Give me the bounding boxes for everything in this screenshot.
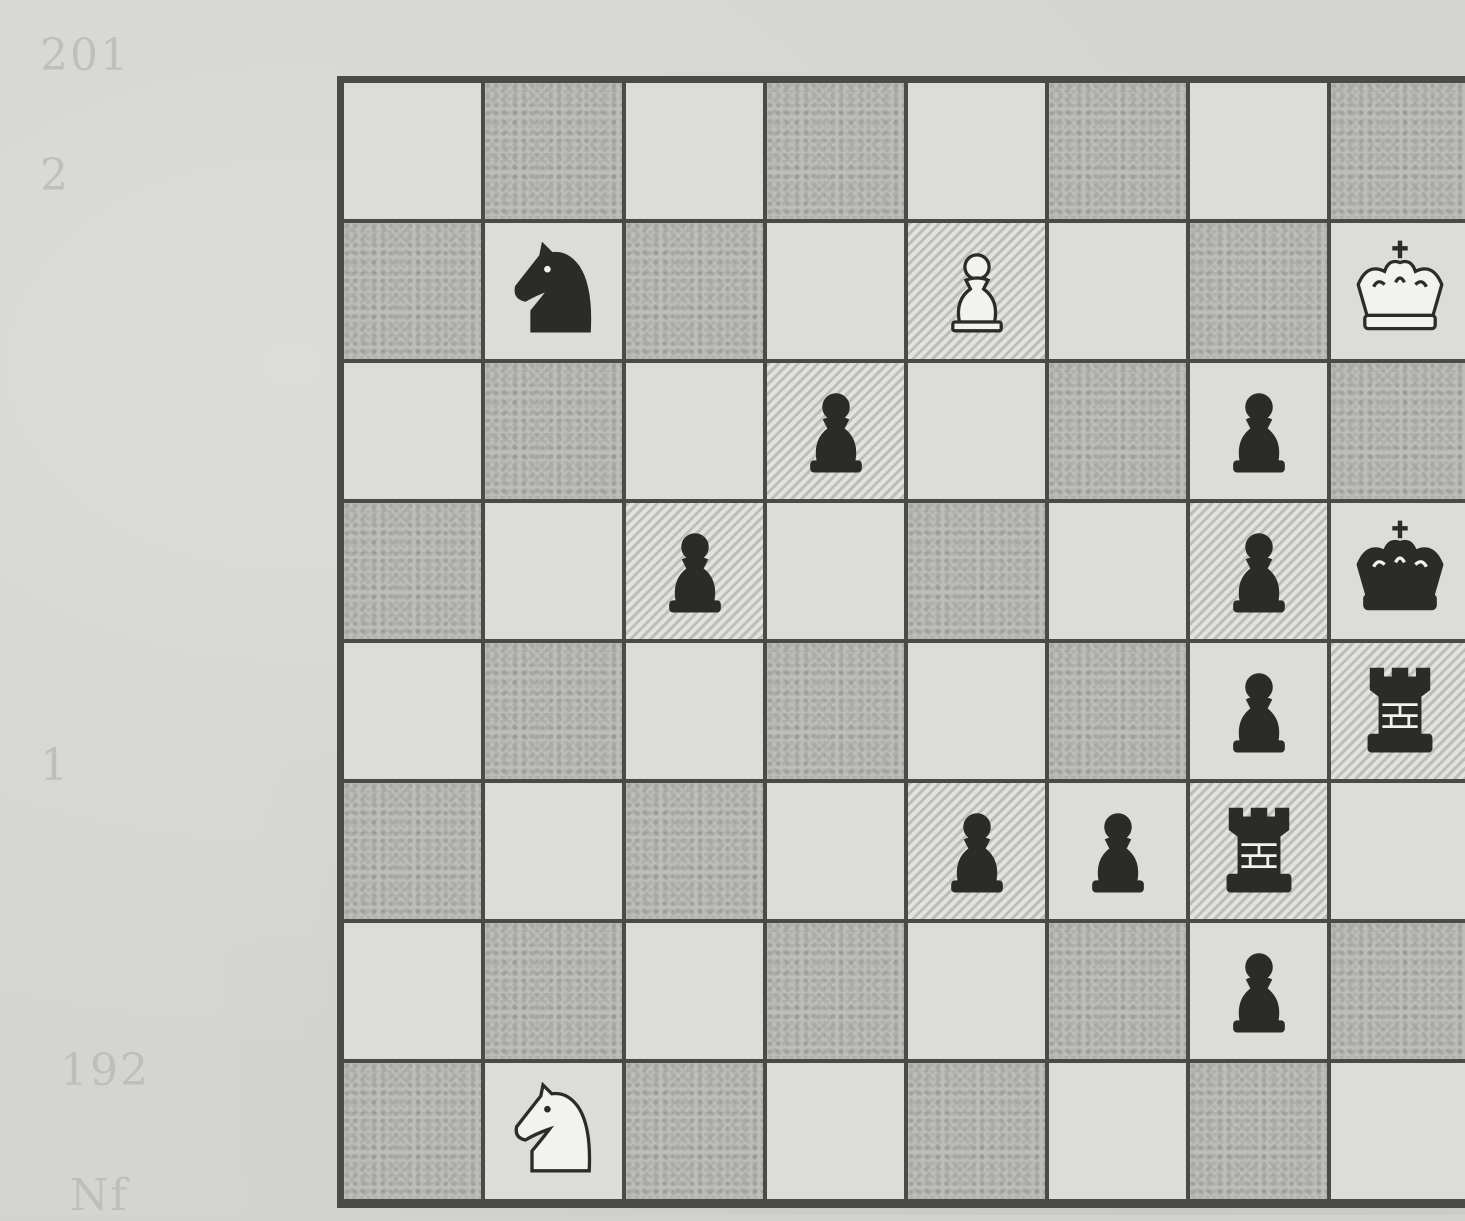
square-d3[interactable] [767,783,904,919]
square-g4[interactable] [1190,643,1327,779]
square-e6[interactable] [908,363,1045,499]
square-f4[interactable] [1049,643,1186,779]
square-e3[interactable] [908,783,1045,919]
chess-diagram [337,76,1465,1208]
square-h6[interactable] [1331,363,1465,499]
square-h4[interactable] [1331,643,1465,779]
square-h5[interactable] [1331,503,1465,639]
square-g6[interactable] [1190,363,1327,499]
square-d1[interactable] [767,1063,904,1199]
white-king-icon[interactable] [1345,234,1455,348]
square-e8[interactable] [908,83,1045,219]
square-g7[interactable] [1190,223,1327,359]
margin-text: 192 [60,1045,150,1096]
square-f6[interactable] [1049,363,1186,499]
square-e1[interactable] [908,1063,1045,1199]
white-pawn-icon[interactable] [922,234,1032,348]
square-e2[interactable] [908,923,1045,1059]
square-a4[interactable] [344,643,481,779]
square-a1[interactable] [344,1063,481,1199]
square-g2[interactable] [1190,923,1327,1059]
square-b3[interactable] [485,783,622,919]
square-c3[interactable] [626,783,763,919]
square-a5[interactable] [344,503,481,639]
black-pawn-icon[interactable] [1204,514,1314,628]
square-b8[interactable] [485,83,622,219]
square-f5[interactable] [1049,503,1186,639]
square-h1[interactable] [1331,1063,1465,1199]
square-g5[interactable] [1190,503,1327,639]
square-g1[interactable] [1190,1063,1327,1199]
chess-board [344,83,1465,1199]
square-b1[interactable] [485,1063,622,1199]
square-b7[interactable] [485,223,622,359]
black-pawn-icon[interactable] [922,794,1032,908]
square-d7[interactable] [767,223,904,359]
black-knight-icon[interactable] [499,234,609,348]
square-h3[interactable] [1331,783,1465,919]
square-f8[interactable] [1049,83,1186,219]
black-pawn-icon[interactable] [1204,934,1314,1048]
square-b6[interactable] [485,363,622,499]
square-b5[interactable] [485,503,622,639]
square-c2[interactable] [626,923,763,1059]
square-c5[interactable] [626,503,763,639]
square-c6[interactable] [626,363,763,499]
square-e5[interactable] [908,503,1045,639]
square-c1[interactable] [626,1063,763,1199]
square-h8[interactable] [1331,83,1465,219]
square-g3[interactable] [1190,783,1327,919]
square-c7[interactable] [626,223,763,359]
margin-text: Nf [70,1170,129,1221]
black-rook-icon[interactable] [1204,794,1314,908]
black-pawn-icon[interactable] [781,374,891,488]
square-d2[interactable] [767,923,904,1059]
white-knight-icon[interactable] [499,1074,609,1188]
square-h2[interactable] [1331,923,1465,1059]
square-d8[interactable] [767,83,904,219]
square-f3[interactable] [1049,783,1186,919]
square-d4[interactable] [767,643,904,779]
square-a7[interactable] [344,223,481,359]
black-pawn-icon[interactable] [1204,374,1314,488]
square-a6[interactable] [344,363,481,499]
black-pawn-icon[interactable] [1204,654,1314,768]
square-f2[interactable] [1049,923,1186,1059]
square-a2[interactable] [344,923,481,1059]
square-a8[interactable] [344,83,481,219]
black-rook-icon[interactable] [1345,654,1455,768]
square-f7[interactable] [1049,223,1186,359]
square-h7[interactable] [1331,223,1465,359]
margin-text: 2 [40,150,70,201]
black-pawn-icon[interactable] [1063,794,1173,908]
square-e4[interactable] [908,643,1045,779]
square-g8[interactable] [1190,83,1327,219]
square-d5[interactable] [767,503,904,639]
square-e7[interactable] [908,223,1045,359]
square-b2[interactable] [485,923,622,1059]
square-d6[interactable] [767,363,904,499]
square-f1[interactable] [1049,1063,1186,1199]
square-a3[interactable] [344,783,481,919]
square-c8[interactable] [626,83,763,219]
black-king-icon[interactable] [1345,514,1455,628]
margin-text: 1 [40,740,70,791]
margin-text: 201 [40,30,130,81]
square-b4[interactable] [485,643,622,779]
square-c4[interactable] [626,643,763,779]
black-pawn-icon[interactable] [640,514,750,628]
